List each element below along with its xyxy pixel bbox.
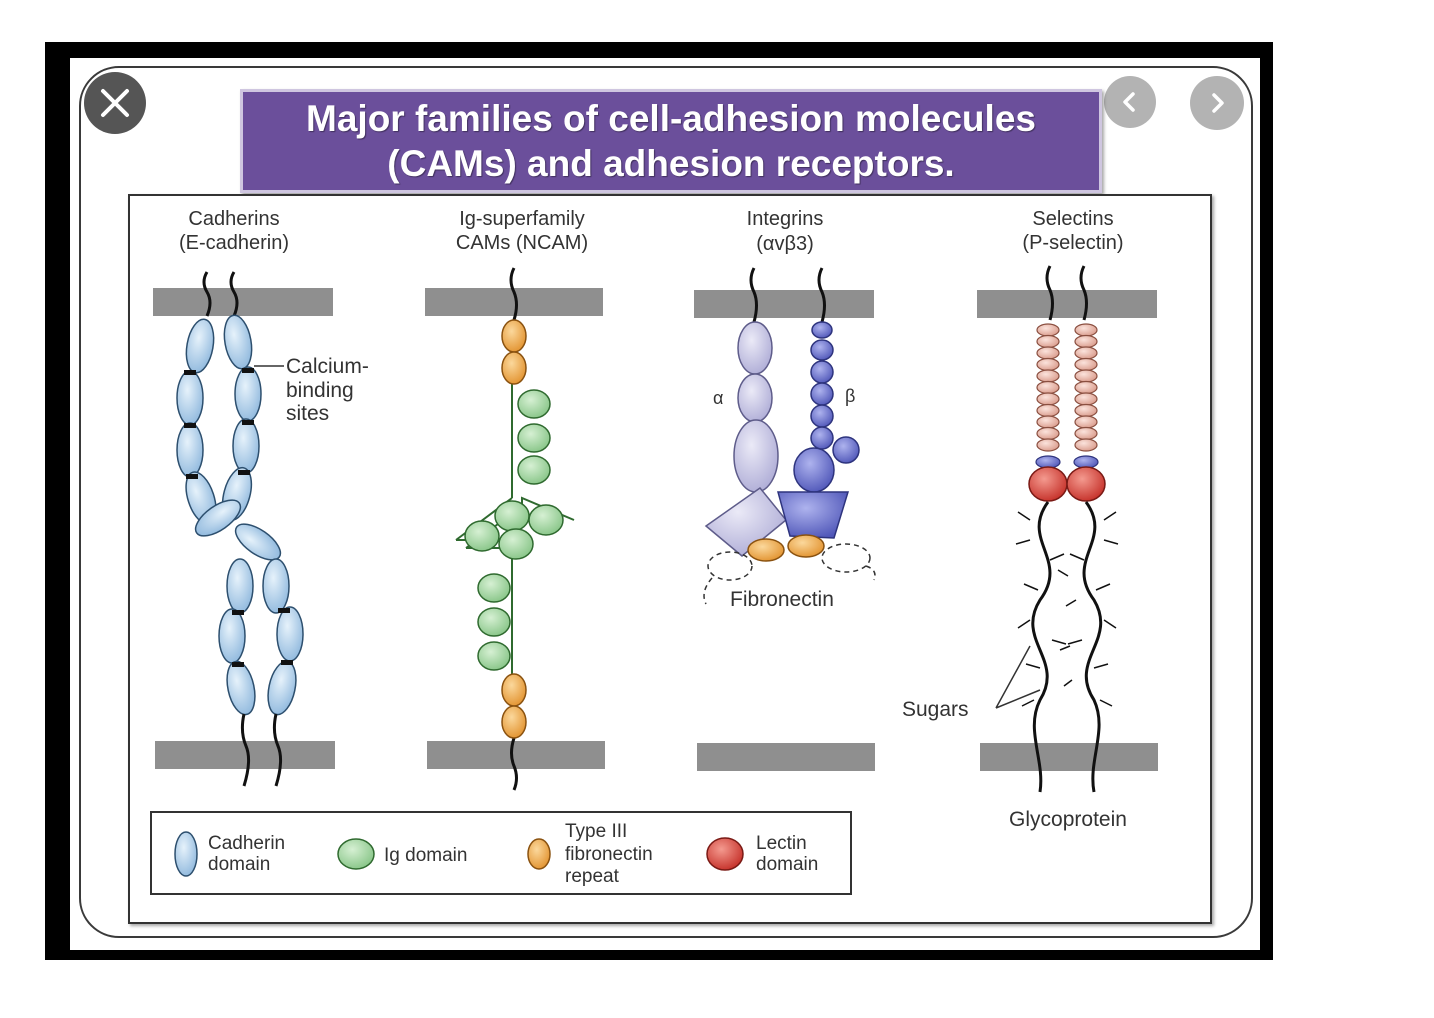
calcium-line-1: Calcium- bbox=[286, 355, 369, 378]
legend-fn-swatch bbox=[527, 838, 551, 870]
selectin-repeat bbox=[1036, 346, 1060, 360]
selectin-repeat bbox=[1036, 403, 1060, 418]
glycoprotein-label: Glycoprotein bbox=[1009, 808, 1127, 831]
selectin-molecule bbox=[995, 265, 1119, 793]
header-selectins: Selectins (P-selectin) bbox=[1022, 208, 1123, 254]
next-button[interactable] bbox=[1190, 76, 1244, 130]
selectin-repeat bbox=[1036, 334, 1060, 349]
ncam-molecule bbox=[455, 267, 575, 791]
legend-cadherin-line-1: Cadherin bbox=[208, 833, 285, 854]
slide-title: Major families of cell-adhesion molecule… bbox=[240, 89, 1102, 193]
close-button[interactable] bbox=[84, 72, 146, 134]
selectin-repeat bbox=[1074, 346, 1098, 360]
legend-lectin-swatch bbox=[706, 837, 744, 871]
selectin-repeat bbox=[1036, 392, 1060, 406]
selectin-repeat bbox=[1036, 323, 1060, 337]
beta-label: β bbox=[845, 386, 855, 406]
header-ig-superfamily: Ig-superfamily CAMs (NCAM) bbox=[456, 208, 588, 254]
selectin-repeat bbox=[1074, 438, 1098, 452]
legend-fn-line-1: Type III bbox=[565, 821, 627, 842]
legend-lectin-line-1: Lectin bbox=[756, 833, 807, 854]
close-icon bbox=[101, 89, 129, 117]
selectins-example: (P-selectin) bbox=[1022, 232, 1123, 254]
selectin-repeat bbox=[1074, 426, 1098, 441]
selectin-repeat bbox=[1074, 357, 1098, 372]
selectin-repeat bbox=[1036, 380, 1060, 395]
chevron-right-icon bbox=[1212, 93, 1224, 113]
selectin-repeat bbox=[1036, 369, 1060, 383]
previous-button[interactable] bbox=[1104, 76, 1156, 128]
legend: Cadherin domain Ig domain Type III fibro… bbox=[150, 811, 852, 895]
title-line-1: Major families of cell-adhesion molecule… bbox=[306, 98, 1036, 139]
integrin-molecule bbox=[703, 267, 876, 605]
selectin-repeat bbox=[1074, 392, 1098, 406]
integrins-example: (αvβ3) bbox=[756, 233, 814, 255]
selectin-repeat bbox=[1074, 334, 1098, 349]
membrane-top-integrin bbox=[694, 290, 874, 318]
legend-ig-label: Ig domain bbox=[384, 845, 467, 866]
legend-fn-line-3: repeat bbox=[565, 866, 620, 887]
legend-fn-line-2: fibronectin bbox=[565, 844, 653, 865]
alpha-label: α bbox=[713, 388, 723, 408]
membrane-bottom-selectin bbox=[980, 743, 1158, 771]
calcium-label: Calcium- binding sites bbox=[286, 355, 369, 425]
legend-lectin-line-2: domain bbox=[756, 854, 818, 875]
chevron-left-icon bbox=[1123, 92, 1135, 112]
selectins-name: Selectins bbox=[1032, 208, 1113, 230]
header-integrins: Integrins (αvβ3) bbox=[747, 208, 824, 255]
selectin-repeat bbox=[1074, 323, 1098, 337]
integrins-name: Integrins bbox=[747, 208, 824, 230]
membrane-bottom-ig bbox=[427, 741, 605, 769]
legend-cadherin-swatch bbox=[174, 831, 198, 877]
ig-example: CAMs (NCAM) bbox=[456, 232, 588, 254]
cadherins-example: (E-cadherin) bbox=[179, 232, 289, 254]
selectin-repeat bbox=[1074, 369, 1098, 383]
selectin-repeat bbox=[1036, 438, 1060, 452]
cadherins-name: Cadherins bbox=[188, 208, 279, 230]
selectin-repeat bbox=[1036, 357, 1060, 372]
title-line-2: (CAMs) and adhesion receptors. bbox=[387, 143, 955, 184]
cadherin-molecule bbox=[176, 271, 304, 787]
legend-cadherin-line-2: domain bbox=[208, 854, 270, 875]
selectin-repeat bbox=[1036, 415, 1060, 429]
ig-name: Ig-superfamily bbox=[459, 208, 585, 230]
calcium-line-3: sites bbox=[286, 402, 329, 425]
selectin-repeat bbox=[1074, 380, 1098, 395]
selectin-repeat bbox=[1074, 415, 1098, 429]
calcium-line-2: binding bbox=[286, 379, 354, 402]
membrane-top-cadherin bbox=[153, 288, 333, 316]
membrane-top-selectin bbox=[977, 290, 1157, 318]
sugars-label: Sugars bbox=[902, 698, 969, 721]
membranes bbox=[153, 288, 1158, 771]
fibronectin-label: Fibronectin bbox=[730, 588, 834, 611]
selectin-repeat bbox=[1074, 403, 1098, 418]
legend-ig-swatch bbox=[337, 838, 375, 870]
membrane-bottom-integrin bbox=[697, 743, 875, 771]
header-cadherins: Cadherins (E-cadherin) bbox=[179, 208, 289, 254]
selectin-repeat bbox=[1036, 426, 1060, 441]
